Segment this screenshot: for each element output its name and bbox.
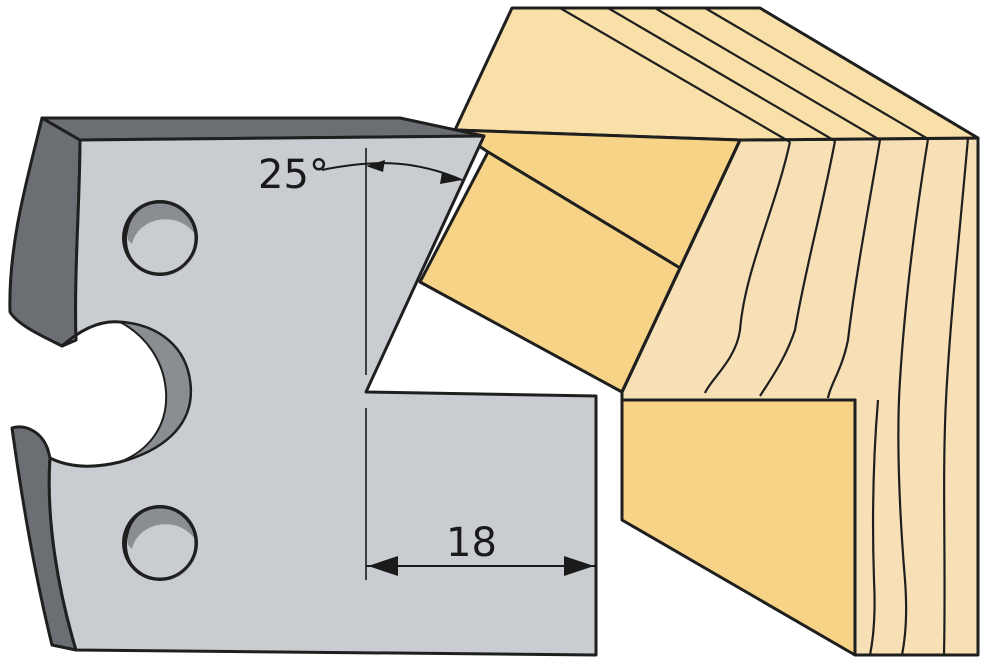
knife-lower-hole: [122, 505, 198, 581]
width-dimension: 18: [365, 408, 596, 580]
width-label: 18: [446, 520, 497, 566]
knife-upper-hole: [122, 200, 198, 276]
angle-dimension: 25°: [258, 148, 463, 375]
wood-workpiece: [418, 6, 980, 657]
wood-top-grain-lines: [559, 7, 929, 143]
wood-grain-lines: [703, 137, 970, 656]
wood-top-face: [453, 6, 980, 142]
profile-knife: [8, 116, 598, 657]
wood-step-face: [620, 398, 857, 657]
angle-label: 25°: [258, 152, 329, 198]
knife-edge-upper: [8, 116, 82, 348]
knife-slot-shading: [119, 321, 192, 463]
